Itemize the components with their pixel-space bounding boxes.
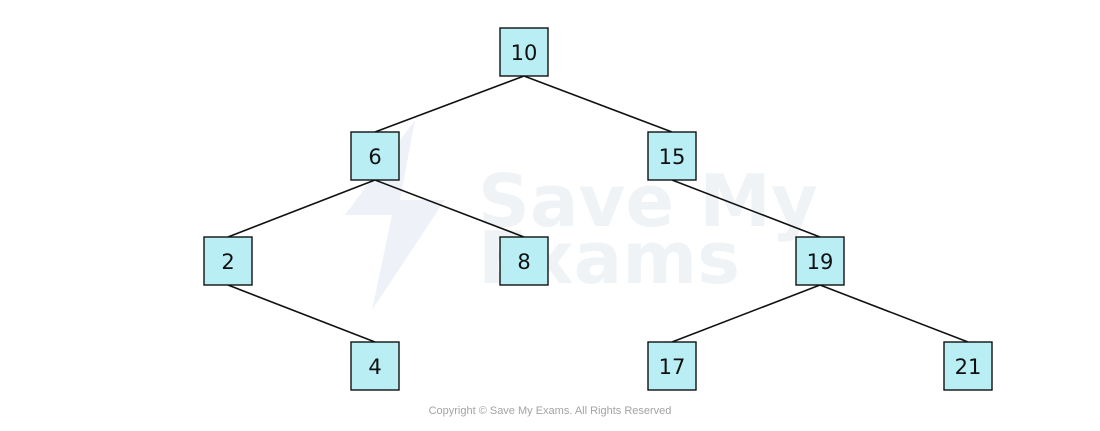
edge-6-8 [374, 179, 525, 238]
node-box [203, 236, 253, 286]
tree-node-2: 2 [203, 236, 253, 286]
node-box [647, 131, 697, 181]
edge-19-21 [819, 284, 969, 343]
node-label: 17 [659, 355, 686, 379]
node-label: 15 [659, 145, 686, 169]
tree-node-19: 19 [795, 236, 845, 286]
tree-node-21: 21 [943, 341, 993, 391]
node-label: 10 [511, 41, 538, 65]
node-label: 6 [368, 145, 381, 169]
node-box [350, 131, 400, 181]
node-box [795, 236, 845, 286]
node-box [943, 341, 993, 391]
node-label: 2 [221, 250, 234, 274]
edge-10-6 [374, 75, 525, 133]
node-label: 19 [807, 250, 834, 274]
tree-node-10: 10 [499, 27, 549, 77]
edge-10-15 [523, 75, 673, 133]
tree-nodes: 10 6 15 2 8 19 4 17 21 [203, 27, 993, 391]
node-label: 4 [368, 355, 381, 379]
tree-node-17: 17 [647, 341, 697, 391]
node-box [647, 341, 697, 391]
node-box [499, 236, 549, 286]
node-label: 21 [955, 355, 982, 379]
node-box [499, 27, 549, 77]
copyright-notice: Copyright © Save My Exams. All Rights Re… [428, 405, 672, 417]
tree-node-6: 6 [350, 131, 400, 181]
edge-2-4 [227, 284, 376, 343]
tree-node-8: 8 [499, 236, 549, 286]
tree-edges [227, 75, 969, 343]
watermark-bolt-icon [345, 120, 445, 310]
edge-19-17 [671, 284, 821, 343]
edge-15-19 [671, 179, 821, 238]
watermark: Save My Exams [345, 120, 818, 310]
tree-node-15: 15 [647, 131, 697, 181]
tree-node-4: 4 [350, 341, 400, 391]
node-box [350, 341, 400, 391]
edge-6-2 [227, 179, 376, 238]
node-label: 8 [517, 250, 530, 274]
